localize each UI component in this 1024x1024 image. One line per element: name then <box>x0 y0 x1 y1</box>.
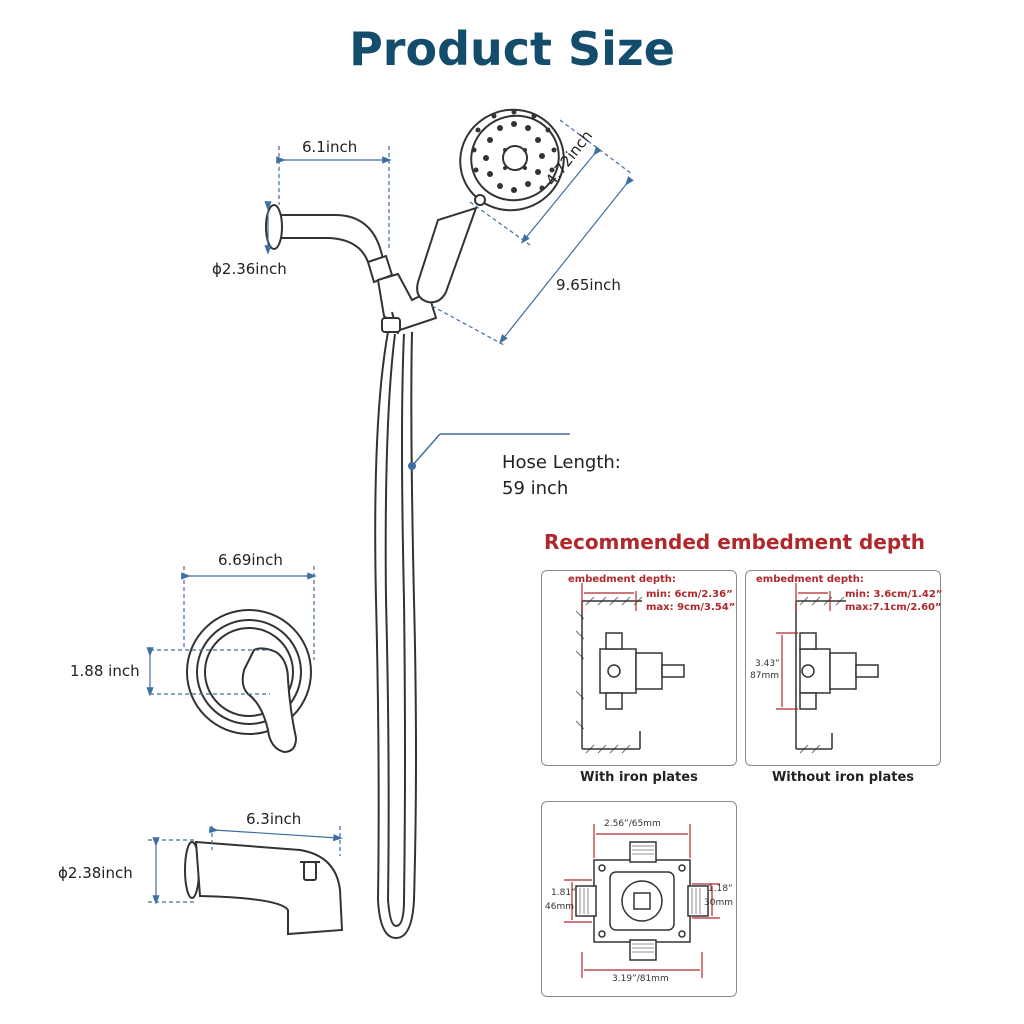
dimension-lines-top <box>264 119 634 346</box>
handle-height-label: 1.88 inch <box>70 662 140 680</box>
valve-front-right-mm: 30mm <box>704 898 733 908</box>
valve-front-bottom-dimension: 3.19”/81mm <box>612 974 669 984</box>
handheld-length-label: 9.65inch <box>556 276 621 294</box>
flange-diameter-label: ϕ2.36inch <box>212 260 287 278</box>
without-plates-side-mm: 87mm <box>750 671 779 681</box>
hose-length-label: Hose Length: 59 inch <box>502 450 621 502</box>
without-plates-max: max:7.1cm/2.60” <box>845 602 942 613</box>
hose-callout <box>408 433 570 470</box>
valve-front-left-mm: 46mm <box>545 902 574 912</box>
embedment-title: Recommended embedment depth <box>544 530 925 554</box>
valve-front-panel: 2.56”/65mm 1.81” 46mm 1.18” 30mm 3.19”/8… <box>541 801 737 997</box>
with-plates-drawing <box>575 583 685 754</box>
valve-front-left-inch: 1.81” <box>551 888 576 898</box>
with-iron-plates-panel: embedment depth: min: 6cm/2.36” max: 9cm… <box>541 570 737 766</box>
valve-front-drawing <box>564 824 720 978</box>
dimension-lines-spout <box>148 826 343 905</box>
with-plates-depth-label: embedment depth: <box>568 574 676 585</box>
without-plates-min: min: 3.6cm/1.42” <box>845 589 943 600</box>
without-iron-plates-caption: Without iron plates <box>771 770 915 785</box>
with-plates-min: min: 6cm/2.36” <box>646 589 733 600</box>
without-plates-side-inch: 3.43” <box>755 659 780 669</box>
valve-front-top-dimension: 2.56”/65mm <box>604 819 661 829</box>
spout-length-label: 6.3inch <box>246 810 302 828</box>
shower-hose <box>374 331 417 940</box>
trim-width-label: 6.69inch <box>218 551 283 569</box>
page-title: Product Size <box>349 22 675 76</box>
without-plates-drawing <box>776 583 879 754</box>
with-iron-plates-caption: With iron plates <box>580 770 698 785</box>
spout-diameter-label: ϕ2.38inch <box>58 864 133 882</box>
hand-shower-holder <box>376 272 438 335</box>
valve-front-right-inch: 1.18” <box>708 884 733 894</box>
valve-trim <box>186 609 312 754</box>
tub-spout <box>184 840 344 936</box>
hose-length-title: Hose Length: <box>502 452 621 473</box>
without-plates-depth-label: embedment depth: <box>756 574 864 585</box>
without-iron-plates-panel: embedment depth: min: 3.6cm/1.42” max:7.… <box>745 570 943 766</box>
hose-length-value: 59 inch <box>502 478 569 499</box>
with-plates-max: max: 9cm/3.54” <box>646 602 736 613</box>
dimension-lines-trim <box>146 566 317 697</box>
arm-length-label: 6.1inch <box>302 138 358 156</box>
